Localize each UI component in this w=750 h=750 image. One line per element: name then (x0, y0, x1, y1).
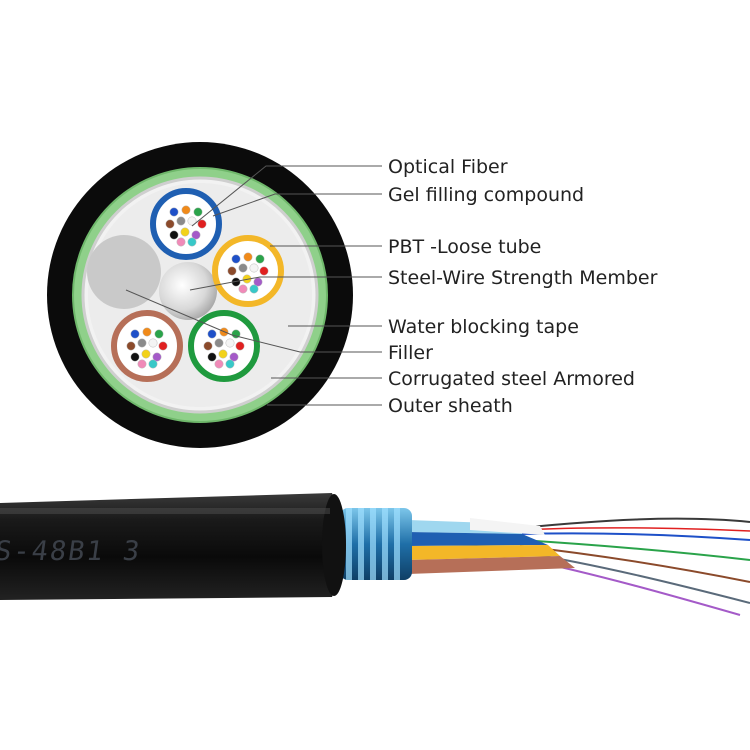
jacket-highlight (0, 508, 330, 514)
fiber-dot (130, 329, 140, 339)
fiber-dot (191, 230, 201, 240)
filler-rod (87, 235, 161, 309)
label-optical-fiber: Optical Fiber (388, 156, 508, 178)
loose-tube-blue (150, 188, 222, 260)
fiber-dot (137, 359, 147, 369)
fiber-dot (207, 329, 217, 339)
armor-edge (72, 167, 328, 423)
fiber-dot (197, 219, 207, 229)
fiber-dot (203, 341, 213, 351)
leader-gel (212, 193, 382, 217)
fiber-dot (154, 329, 164, 339)
fiber-dot (148, 359, 158, 369)
fiber-dot (207, 352, 217, 362)
fiber-dot (238, 284, 248, 294)
fiber-dot (176, 216, 186, 226)
exposed-loose-tubes (408, 518, 575, 574)
steel-wire-strength-member (159, 262, 217, 320)
fiber-dot (227, 266, 237, 276)
loose-tube-brown (111, 310, 183, 382)
leader-lines (125, 165, 382, 406)
fiber-dot (176, 237, 186, 247)
label-water-blocking-tape: Water blocking tape (388, 316, 579, 338)
label-pbt-loose-tube: PBT -Loose tube (388, 236, 541, 258)
fiber-dot (214, 338, 224, 348)
leader-optical-fiber (191, 165, 382, 227)
fiber-dot (180, 227, 190, 237)
fiber-dot (193, 207, 203, 217)
fiber-dot (126, 341, 136, 351)
fiber-dot (165, 219, 175, 229)
leader-filler (125, 289, 382, 353)
fiber-dot (187, 216, 197, 226)
label-gel-filling-compound: Gel filling compound (388, 184, 584, 206)
callout-labels: Optical Fiber Gel filling compound PBT -… (388, 156, 658, 417)
label-corrugated-steel-armored: Corrugated steel Armored (388, 368, 635, 390)
fiber-dot (249, 263, 259, 273)
fiber-dot (214, 359, 224, 369)
fiber-dot (169, 207, 179, 217)
fiber-dot (181, 205, 191, 215)
fiber-dot (231, 254, 241, 264)
fiber-dot (225, 359, 235, 369)
cable-print-marking: GYTS-48B1 3 (0, 536, 143, 567)
fiber-dot (158, 341, 168, 351)
label-outer-sheath: Outer sheath (388, 395, 513, 417)
fiber-dot (137, 338, 147, 348)
fiber-dot (142, 327, 152, 337)
label-steel-wire-strength-member: Steel-Wire Strength Member (388, 267, 658, 289)
fiber-dot (152, 352, 162, 362)
fiber-dot (225, 338, 235, 348)
stripped-cable: GYTS-48B1 3 (0, 493, 750, 616)
fiber-dot (235, 341, 245, 351)
jacket-end-cut (322, 494, 346, 596)
fiber-dot (249, 284, 259, 294)
exposed-armor (340, 508, 412, 580)
fiber-dot (238, 263, 248, 273)
fiber-dot (218, 349, 228, 359)
leader-steel-wire (189, 276, 382, 291)
fiber-dot (187, 237, 197, 247)
label-filler: Filler (388, 342, 433, 364)
cable-jacket (0, 493, 342, 600)
fiber-dot (229, 352, 239, 362)
fiber-dot (259, 266, 269, 276)
fiber-dot (169, 230, 179, 240)
cross-section (47, 142, 353, 448)
fiber-dot (141, 349, 151, 359)
loose-tube-orange (212, 235, 284, 307)
fiber-dot (148, 338, 158, 348)
loose-tube-green (188, 310, 260, 382)
fiber-dot (243, 252, 253, 262)
fiber-dot (255, 254, 265, 264)
fiber-dot (130, 352, 140, 362)
